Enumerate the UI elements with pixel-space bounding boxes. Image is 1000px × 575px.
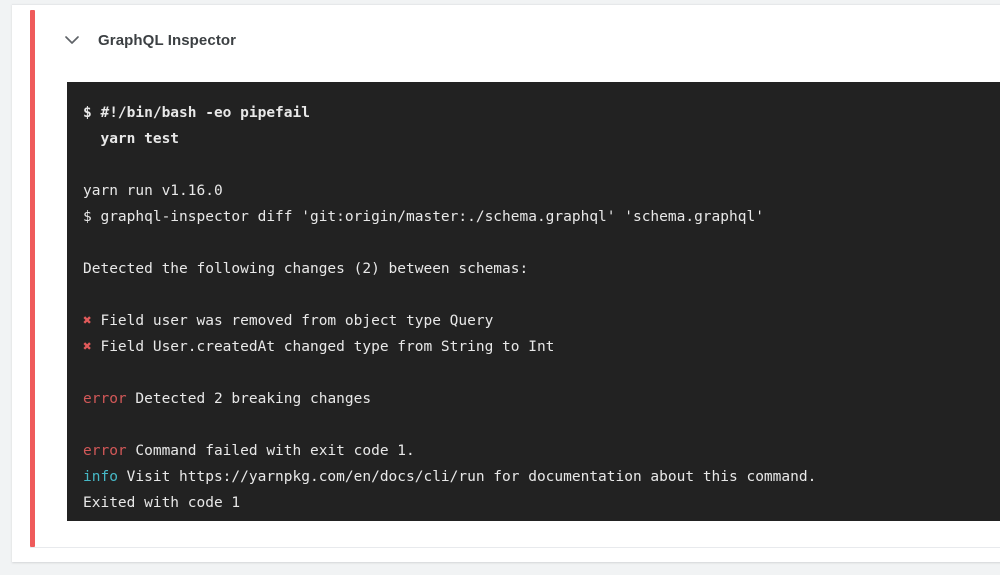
- log-token-cross: ✖: [83, 313, 92, 329]
- log-line: info Visit https://yarnpkg.com/en/docs/c…: [83, 464, 1000, 490]
- log-token-default: Visit https://yarnpkg.com/en/docs/cli/ru…: [117, 469, 817, 485]
- log-line: error Detected 2 breaking changes: [83, 386, 1000, 412]
- log-line: $ graphql-inspector diff 'git:origin/mas…: [83, 204, 1000, 230]
- log-token-default: Exited with code 1: [83, 495, 241, 511]
- log-line: error Command failed with exit code 1.: [83, 438, 1000, 464]
- log-line: ✖ Field User.createdAt changed type from…: [83, 334, 1000, 360]
- log-token-default: yarn test: [83, 131, 180, 147]
- log-line: Exited with code 1: [83, 490, 1000, 516]
- log-line-blank: [83, 230, 1000, 256]
- log-line-blank: [83, 360, 1000, 386]
- log-line: yarn test: [83, 126, 1000, 152]
- log-token-default: yarn run v1.16.0: [83, 183, 223, 199]
- log-token-info: info: [83, 469, 118, 485]
- log-token-default: Field User.createdAt changed type from S…: [91, 339, 555, 355]
- log-console[interactable]: $ #!/bin/bash -eo pipefail yarn test yar…: [67, 82, 1000, 521]
- log-line: $ #!/bin/bash -eo pipefail: [83, 100, 1000, 126]
- log-token-default: Detected the following changes (2) betwe…: [83, 261, 529, 277]
- step-title: GraphQL Inspector: [98, 31, 237, 49]
- log-line: ✖ Field user was removed from object typ…: [83, 308, 1000, 334]
- log-token-default: $ graphql-inspector diff 'git:origin/mas…: [83, 209, 764, 225]
- step-header[interactable]: GraphQL Inspector: [58, 23, 236, 57]
- log-token-error: error: [83, 443, 127, 459]
- log-token-default: $ #!/bin/bash -eo pipefail: [83, 105, 310, 121]
- log-line-blank: [83, 412, 1000, 438]
- log-token-default: Field user was removed from object type …: [91, 313, 494, 329]
- log-token-error: error: [83, 391, 127, 407]
- job-step-card: GraphQL Inspector $ #!/bin/bash -eo pipe…: [12, 4, 1000, 562]
- chevron-down-icon[interactable]: [58, 26, 86, 54]
- log-token-cross: ✖: [83, 339, 92, 355]
- log-line: Detected the following changes (2) betwe…: [83, 256, 1000, 282]
- log-line-blank: [83, 152, 1000, 178]
- step-status-rail: [30, 10, 35, 547]
- log-line: yarn run v1.16.0: [83, 178, 1000, 204]
- log-token-default: Command failed with exit code 1.: [126, 443, 415, 459]
- log-token-default: Detected 2 breaking changes: [126, 391, 372, 407]
- step-bottom-divider: [30, 547, 1000, 548]
- log-line-blank: [83, 282, 1000, 308]
